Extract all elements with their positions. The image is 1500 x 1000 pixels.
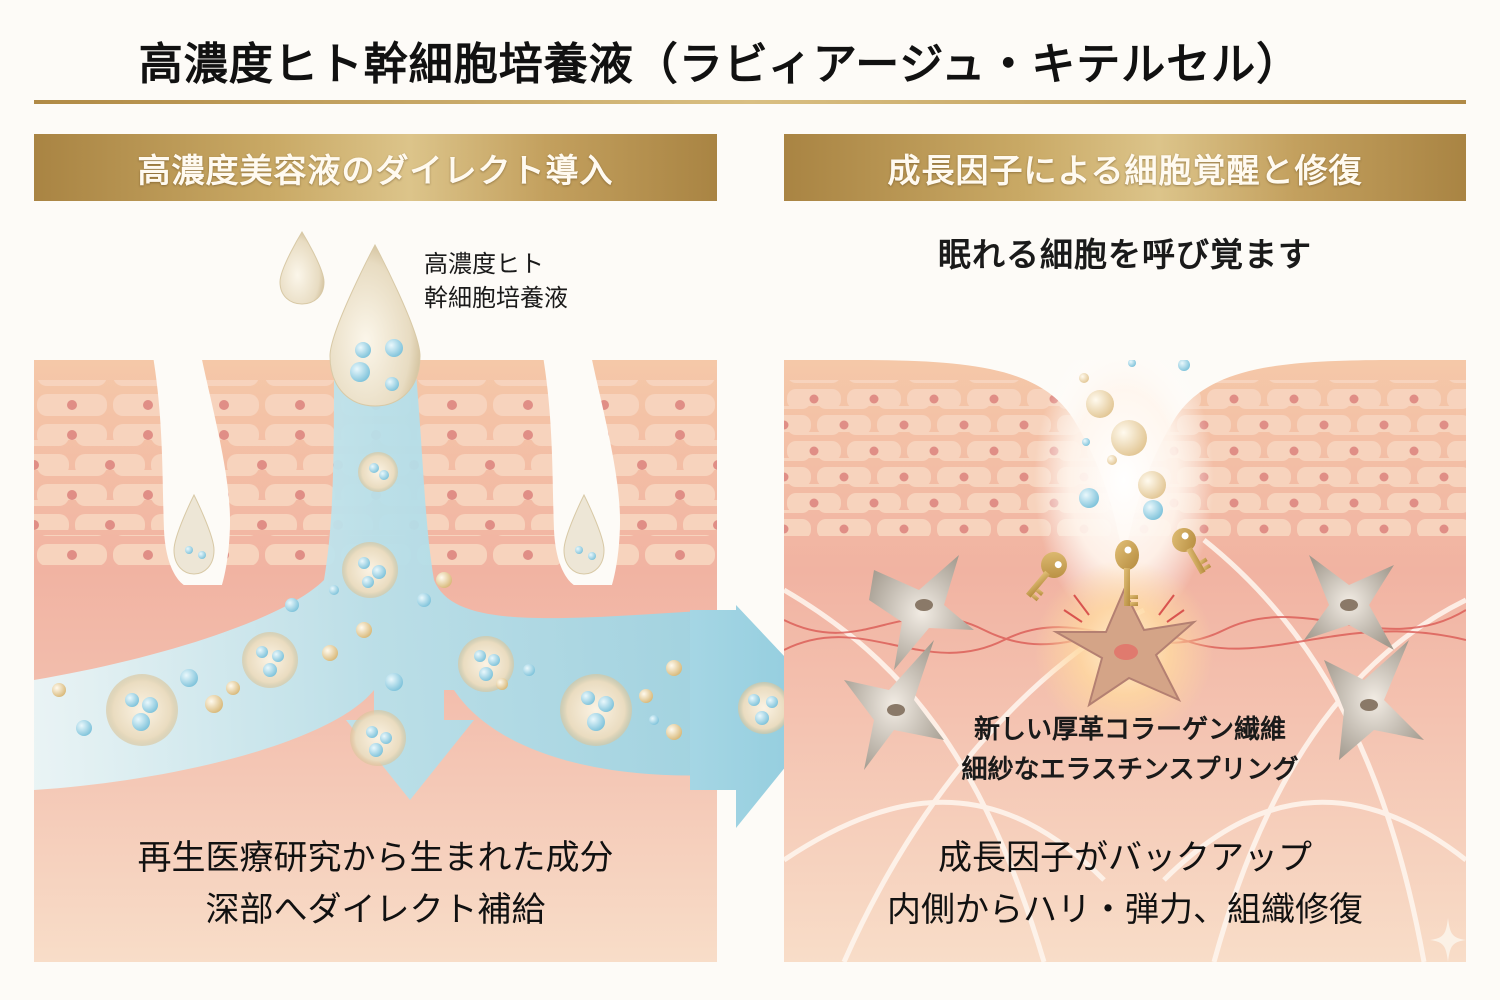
- left-section-banner: 高濃度美容液のダイレクト導入: [34, 134, 717, 201]
- left-skin-illustration: [34, 360, 717, 962]
- droplet-label-line-2: 幹細胞培養液: [424, 284, 568, 312]
- sparkle-icon: [1430, 918, 1466, 962]
- page-title: 高濃度ヒト幹細胞培養液（ラビィアージュ・キテルセル）: [138, 39, 1302, 90]
- fiber-label-elastin: 細紗なエラスチンスプリング: [961, 755, 1299, 785]
- left-caption-line-1: 再生医療研究から生まれた成分: [137, 838, 614, 878]
- right-panel-caption: 成長因子がバックアップ 内側からハリ・弾力、組織修復: [784, 832, 1466, 936]
- fiber-label: 新しい厚革コラーゲン繊維 細紗なエラスチンスプリング: [880, 710, 1380, 790]
- droplet-label-line-1: 高濃度ヒト: [424, 250, 544, 278]
- fiber-label-collagen: 新しい厚革コラーゲン繊維: [973, 715, 1286, 745]
- right-panel-subtitle: 眠れる細胞を呼び覚ます: [938, 235, 1312, 274]
- right-caption-line-1: 成長因子がバックアップ: [938, 838, 1312, 878]
- serum-droplet-label: 高濃度ヒト 幹細胞培養液: [424, 247, 568, 315]
- right-section-banner: 成長因子による細胞覚醒と修復: [784, 134, 1466, 201]
- key-icon: [1025, 528, 1212, 606]
- right-caption-line-2: 内側からハリ・弾力、組織修復: [887, 890, 1363, 930]
- right-skin-illustration: [784, 360, 1466, 962]
- left-caption-line-2: 深部へダイレクト補給: [205, 890, 546, 930]
- left-panel-caption: 再生医療研究から生まれた成分 深部へダイレクト補給: [34, 832, 717, 936]
- title-divider: [34, 100, 1466, 104]
